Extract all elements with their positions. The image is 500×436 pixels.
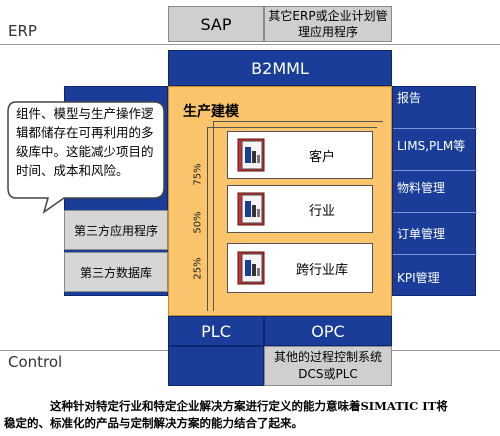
module-customer: 客户 — [227, 131, 373, 179]
right-item-lims: LIMS,PLM等 — [393, 129, 477, 171]
opc-box: OPC — [264, 316, 392, 346]
production-modeling-panel: 生产建模 客户 行业 跨行业库 — [168, 86, 392, 316]
book-icon — [237, 192, 265, 226]
pct-50: 50% — [192, 211, 204, 234]
module-customer-label: 客户 — [308, 149, 335, 165]
book-icon — [237, 138, 265, 172]
other-process-label-2: DCS或PLC — [298, 367, 358, 381]
library-stack-mid — [207, 127, 377, 311]
third-party-app-box: 第三方应用程序 — [64, 210, 168, 250]
other-process-box: 其他的过程控制系统 DCS或PLC — [264, 346, 392, 386]
sap-label: SAP — [200, 14, 232, 34]
right-item-kpi: KPI管理 — [397, 271, 440, 285]
other-erp-box: 其它ERP或企业计划管理应用程序 — [264, 6, 392, 42]
erp-layer-label: ERP — [8, 22, 37, 40]
module-cross-industry-label: 跨行业库 — [295, 262, 348, 278]
sap-box: SAP — [168, 6, 264, 42]
control-layer-label: Control — [8, 353, 63, 371]
third-party-db-label: 第三方数据库 — [79, 265, 152, 280]
pct-75: 75% — [192, 163, 204, 186]
b2mml-bar: B2MML — [168, 50, 392, 86]
library-stack-back — [213, 121, 383, 311]
book-icon — [237, 251, 265, 285]
plc-label: PLC — [201, 321, 231, 341]
right-item-report: 报告 — [393, 87, 477, 129]
module-industry: 行业 — [227, 185, 373, 233]
plc-box: PLC — [168, 316, 264, 346]
other-erp-label: 其它ERP或企业计划管理应用程序 — [268, 9, 388, 39]
third-party-app-label: 第三方应用程序 — [73, 223, 158, 238]
plc-lower-stub — [168, 346, 264, 386]
production-modeling-title: 生产建模 — [183, 104, 239, 120]
caption-line-2: 稳定的、标准化的产品与定制解决方案的能力结合了起来。 — [4, 416, 303, 430]
module-industry-label: 行业 — [308, 203, 335, 219]
other-process-label-1: 其他的过程控制系统 — [273, 350, 382, 364]
b2mml-label: B2MML — [251, 58, 309, 78]
third-party-db-box: 第三方数据库 — [64, 252, 168, 292]
module-cross-industry: 跨行业库 — [227, 243, 373, 293]
right-column: 报告 LIMS,PLM等 物料管理 订单管理 KPI管理 — [392, 86, 477, 296]
callout-text: 组件、模型与生产操作逻辑都储存在可再利用的多级库中。这能减少项目的时间、成本和风… — [16, 106, 154, 178]
callout-bubble — [7, 101, 165, 214]
opc-label: OPC — [311, 321, 345, 341]
right-item-order: 订单管理 — [393, 213, 477, 255]
caption-line-1: 这种针对特定行业和特定企业解决方案进行定义的能力意味着SIMATIC IT将 — [50, 399, 448, 413]
pct-25: 25% — [192, 257, 204, 280]
right-item-material: 物料管理 — [393, 171, 477, 213]
erp-divider — [0, 44, 500, 45]
